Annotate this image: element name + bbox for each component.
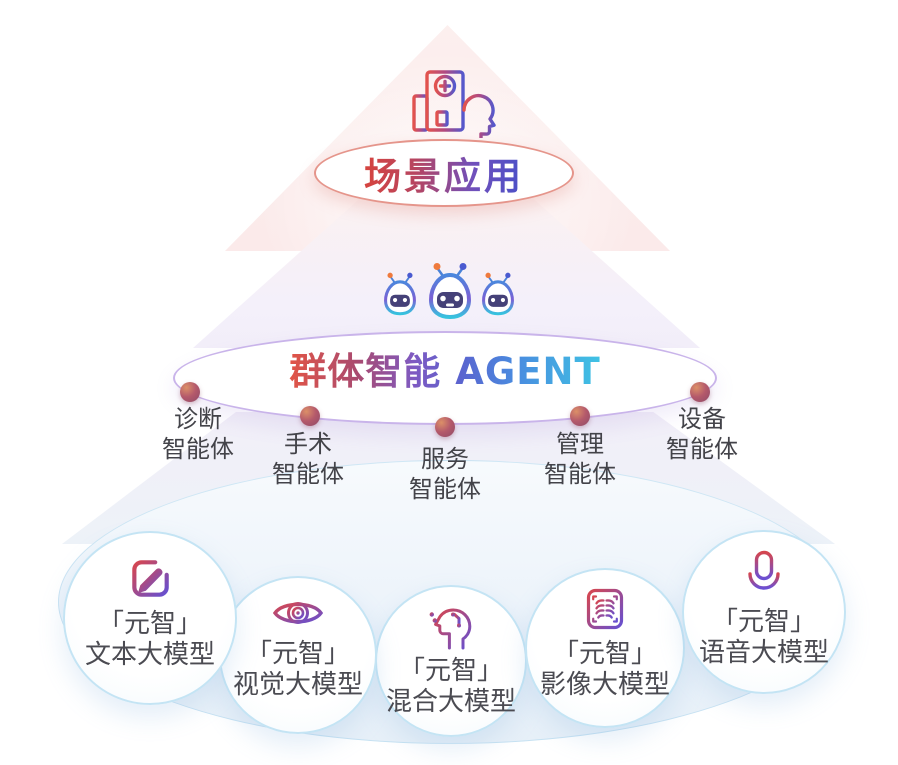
edit-pen-icon [132, 560, 169, 597]
head-circuit-icon [429, 608, 472, 650]
model-name: 混合大模型 [385, 687, 516, 717]
model-brand: 「元智」 [711, 607, 816, 637]
model-circle-vision: 「元智」 视觉大模型 [219, 576, 377, 734]
model-brand: 「元智」 [245, 639, 350, 669]
scene-application-ellipse: 场景应用 [314, 139, 574, 207]
model-brand: 「元智」 [97, 609, 202, 639]
agent-node-dot [435, 417, 455, 437]
agent-node-dot [300, 406, 320, 426]
model-name: 视觉大模型 [232, 670, 363, 700]
model-name: 语音大模型 [698, 638, 829, 668]
swarm-agent-ellipse: 群体智能 AGENT [173, 331, 717, 425]
swarm-agent-label: 群体智能 AGENT [289, 341, 600, 395]
model-brand: 「元智」 [552, 639, 657, 669]
agent-node-dot [690, 382, 710, 402]
agent-label-management: 管理 智能体 [544, 430, 616, 488]
microphone-icon [748, 550, 780, 599]
model-name: 文本大模型 [84, 640, 215, 670]
agent-label-equipment: 设备 智能体 [666, 405, 738, 463]
model-circle-speech: 「元智」 语音大模型 [682, 530, 846, 694]
agent-label-service: 服务 智能体 [409, 445, 481, 503]
xray-film-icon [586, 588, 624, 630]
robot-swarm-icon [384, 263, 514, 320]
agent-node-dot [180, 382, 200, 402]
agent-label-surgery: 手术 智能体 [272, 430, 344, 488]
model-circle-imaging: 「元智」 影像大模型 [525, 568, 685, 728]
scene-application-label: 场景应用 [364, 146, 524, 200]
hospital-patient-icon [412, 70, 496, 138]
agent-node-dot [570, 406, 590, 426]
eye-icon [272, 602, 324, 624]
model-name: 影像大模型 [539, 670, 670, 700]
agent-label-diagnosis: 诊断 智能体 [162, 405, 234, 463]
model-circle-text: 「元智」 文本大模型 [63, 531, 237, 705]
model-brand: 「元智」 [398, 656, 503, 686]
model-circle-hybrid: 「元智」 混合大模型 [375, 585, 527, 737]
